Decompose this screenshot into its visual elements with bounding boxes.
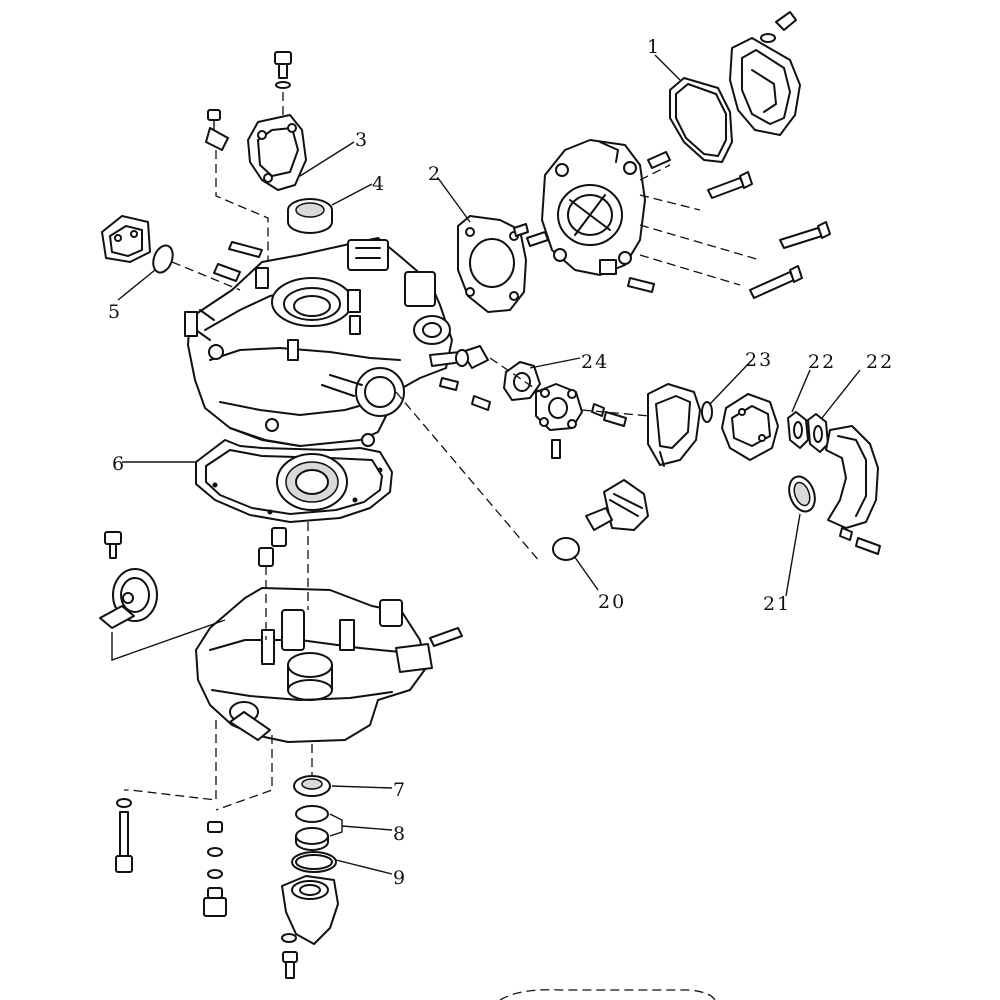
head-cover — [729, 37, 801, 136]
thermostat-housing — [647, 383, 701, 467]
idle-gear — [99, 568, 158, 629]
o-ring-20 — [552, 537, 580, 561]
water-outlet-pipe — [825, 425, 879, 529]
label-22b: 22 — [866, 351, 894, 373]
label-7: 7 — [393, 779, 407, 801]
label-21: 21 — [763, 593, 791, 615]
pump-bolts — [591, 403, 627, 427]
o-ring-5 — [152, 244, 174, 274]
thermostat — [721, 393, 779, 461]
hose-21 — [788, 475, 816, 513]
label-8: 8 — [393, 823, 407, 845]
head-gasket — [457, 215, 527, 313]
plug-24 — [455, 345, 489, 369]
fuel-pump — [101, 215, 151, 263]
main-bearing — [276, 453, 348, 511]
gasket-22-right — [807, 413, 829, 453]
dowel-pins — [513, 151, 671, 247]
long-bolt — [115, 798, 133, 873]
oil-pickup — [281, 875, 339, 945]
head-bolts — [627, 171, 831, 299]
bolt-stack — [203, 821, 227, 917]
water-pump-body — [535, 383, 583, 459]
label-1: 1 — [647, 36, 661, 58]
seal-7 — [293, 775, 331, 797]
base-gasket — [195, 439, 393, 523]
bolt-bottom — [282, 951, 298, 979]
bearing-8 — [295, 805, 329, 851]
label-23: 23 — [745, 349, 773, 371]
cover-bolt — [760, 11, 797, 43]
label-24: 24 — [581, 351, 609, 373]
label-22a: 22 — [808, 351, 836, 373]
label-6: 6 — [112, 453, 126, 475]
washer-small — [281, 933, 297, 943]
small-bolt-left — [205, 109, 229, 151]
cover-plate — [247, 114, 307, 191]
label-4: 4 — [372, 173, 386, 195]
bolt-top — [274, 51, 292, 118]
bolt-lower-left — [104, 531, 122, 559]
lower-crankcase — [195, 587, 463, 743]
small-bolts-mid — [439, 377, 491, 411]
oil-plug — [585, 479, 649, 531]
cover-gasket — [669, 77, 733, 163]
label-20: 20 — [598, 591, 626, 613]
cylinder-head — [541, 139, 646, 276]
pipe-bolts — [839, 527, 881, 555]
gasket-24 — [503, 361, 541, 401]
label-9: 9 — [393, 867, 407, 889]
o-ring-9 — [291, 851, 337, 873]
dowel-pins-lower — [258, 527, 287, 567]
o-ring-23 — [701, 401, 713, 423]
label-2: 2 — [428, 163, 442, 185]
label-5: 5 — [108, 301, 122, 323]
label-3: 3 — [355, 129, 369, 151]
gasket-22-left — [787, 411, 809, 449]
cylinder-block — [184, 237, 463, 447]
oil-seal — [287, 198, 333, 234]
